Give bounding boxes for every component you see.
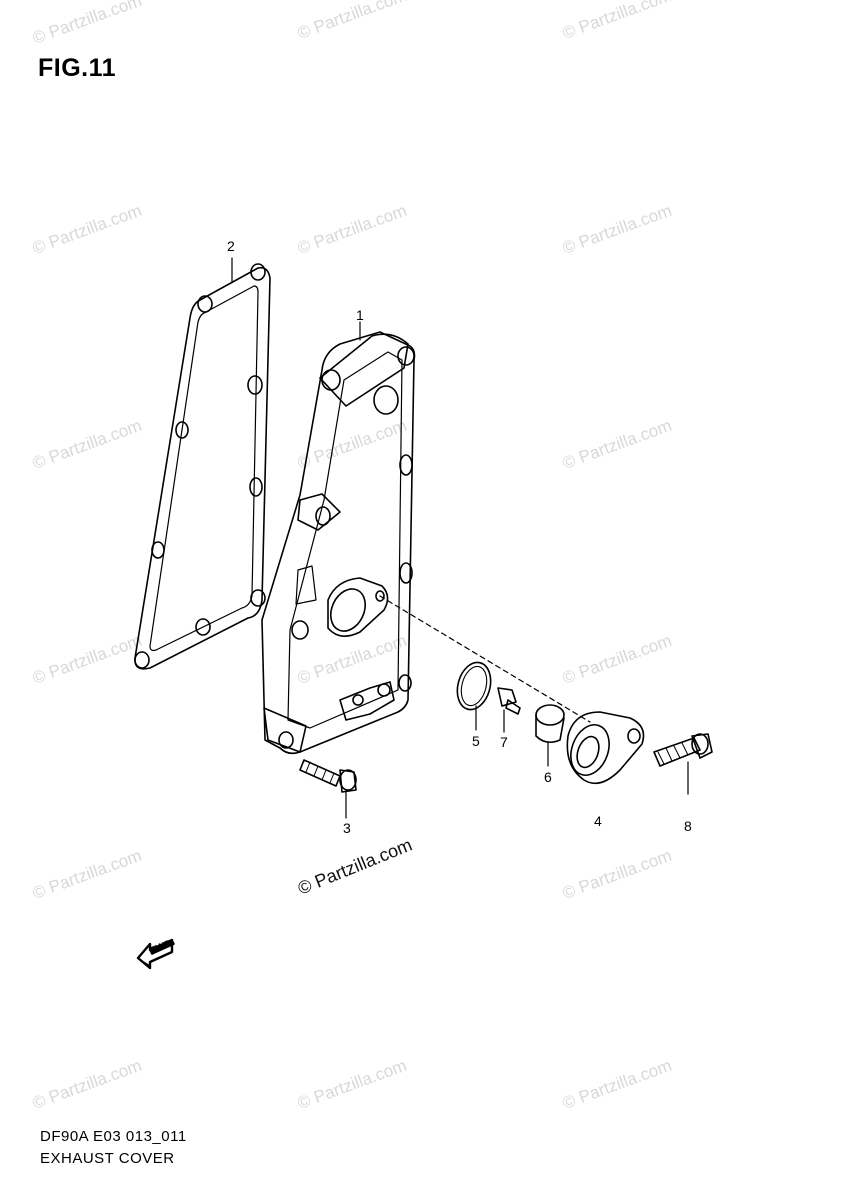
gasket-part[interactable]: [134, 257, 271, 670]
callout-5: 5: [472, 733, 480, 749]
callout-1: 1: [356, 307, 364, 323]
exhaust-cover-part[interactable]: [261, 321, 416, 755]
forward-arrow-icon: [136, 938, 175, 970]
o-ring-part[interactable]: [452, 659, 495, 731]
collar-part[interactable]: [535, 704, 565, 767]
bolt-part-3[interactable]: [299, 759, 357, 819]
diagram-name: EXHAUST COVER: [40, 1150, 175, 1167]
figure-title: FIG.11: [38, 54, 117, 82]
callout-7: 7: [500, 734, 508, 750]
bolt-part-8[interactable]: [653, 733, 713, 795]
alignment-line: [379, 595, 591, 723]
flange-cap-part[interactable]: [564, 711, 645, 785]
diagram-code: DF90A E03 013_011: [40, 1128, 187, 1145]
callout-3: 3: [343, 820, 351, 836]
callout-6: 6: [544, 769, 552, 785]
callout-8: 8: [684, 818, 692, 834]
callout-4: 4: [594, 813, 602, 829]
callout-2: 2: [227, 238, 235, 254]
screw-part[interactable]: [497, 687, 521, 733]
